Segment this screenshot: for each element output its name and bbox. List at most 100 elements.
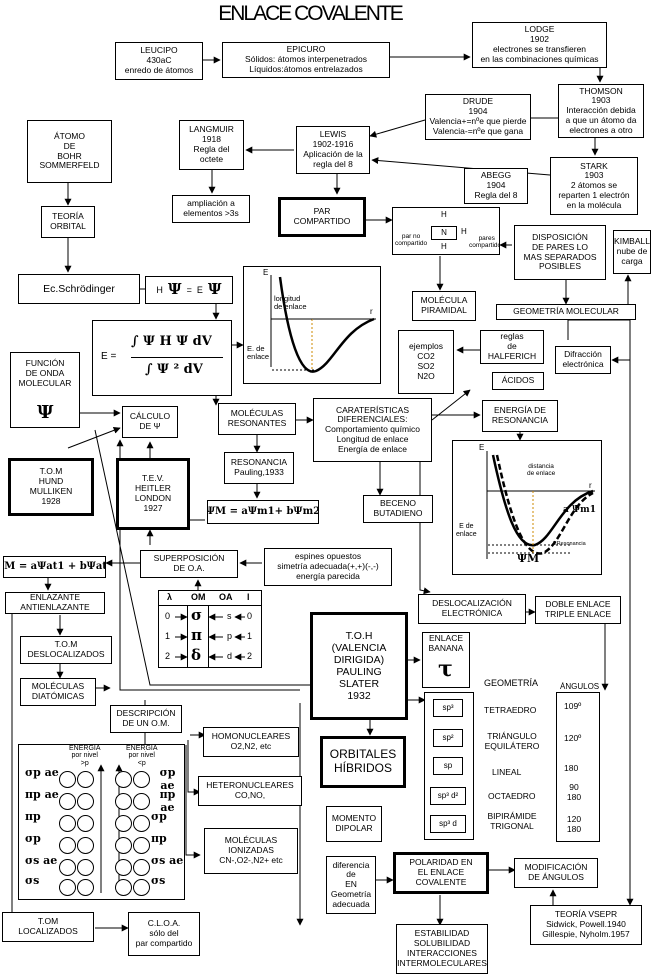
- geo-item-0: TETRAEDRO: [484, 705, 537, 715]
- mo-right-3: πp: [151, 832, 167, 845]
- mo-left-5: σs: [25, 874, 40, 887]
- om-r2-om: δ: [191, 646, 202, 664]
- molecula-piramidal-line-1: PIRAMIDAL: [421, 305, 467, 315]
- toh-line-3: PAULING: [336, 666, 382, 678]
- lodge-line-3: en las combinaciones químicas: [480, 53, 599, 64]
- reglas-halferich-line-1: de: [507, 341, 517, 352]
- mo-circle-2-0: [133, 771, 150, 788]
- langmuir-line-1: 1918: [202, 134, 221, 145]
- doble-enlace-line-1: TRIPLE ENLACE: [544, 609, 612, 619]
- ampliacion-line-0: ampliación a: [187, 198, 235, 209]
- teoria-vsepr-line-2: Gillespie, Nyholm.1957: [542, 928, 630, 939]
- mo-circle-0-1: [59, 793, 76, 810]
- mo-circle-1-5: [77, 879, 94, 896]
- energy-curve-svg: [270, 275, 376, 373]
- om-h-l: l: [247, 592, 250, 602]
- lewis-pares-l2: compartidos: [469, 241, 499, 249]
- moleculas-resonantes-line-1: RESONANTES: [227, 418, 287, 428]
- om-r1-oa: p: [227, 631, 233, 641]
- estabilidad-line-0: ESTABILIDAD: [414, 928, 470, 939]
- res-e-enlace-l2: enlace: [456, 530, 477, 538]
- res-distancia-l2: de enlace: [527, 470, 556, 478]
- mo-left-3: σp: [25, 832, 41, 845]
- lewis-line-0: LEWIS: [319, 129, 347, 140]
- moleculas-ionizadas-line-1: IONIZADAS: [228, 845, 274, 856]
- ejemplos-line-2: SO2: [417, 361, 435, 371]
- diferencia-en-line-4: adecuada: [332, 898, 370, 909]
- tom-deslocalizados-line-1: DESLOCALIZADOS: [27, 649, 105, 659]
- mo-circle-1-2: [77, 815, 94, 832]
- mo-circle-3-0: [115, 771, 132, 788]
- hybrid-sp3: sp³: [433, 699, 463, 717]
- tom-hund-line-2: MULLIKEN: [29, 486, 73, 496]
- energy-denominator: ∫ Ψ ² dV: [145, 362, 203, 377]
- box-psi-m-lcao: ΨM = aΨat1 + bΨat2: [3, 556, 106, 578]
- resonance-curve-svg: [486, 451, 595, 559]
- diagram-title: ENLACE COVALENTE: [218, 2, 404, 25]
- orbitales-hibridos-line-1: HÍBRIDOS: [333, 761, 392, 775]
- homonucleares-line-1: O2,N2, etc: [230, 741, 272, 751]
- geometria-molecular-line-0: GEOMETRÍA MOLECULAR: [513, 306, 619, 317]
- teoria-orbital-line-0: TEORÍA: [52, 211, 84, 222]
- toh-line-2: DIRIGIDA): [333, 653, 385, 666]
- geometria-frame: [556, 692, 600, 842]
- calculo-psi-line-0: CÁLCULO: [129, 411, 171, 422]
- funcion-onda-line-2: MOLECULAR: [18, 377, 72, 388]
- mo-circle-3-2: [115, 815, 132, 832]
- om-header: λ OM OA l: [159, 591, 261, 606]
- lewis-line-3: regla del 8: [313, 158, 353, 169]
- box-h-psi-equation: H Ψ = E Ψ: [145, 276, 233, 304]
- espines-line-2: energía parecida: [296, 570, 360, 581]
- plot-longitud-l1: longitud: [274, 294, 301, 303]
- atomo-bohr-line-1: DE: [63, 140, 76, 151]
- abegg-line-2: Regla del 8: [474, 189, 518, 200]
- caracteristicas-line-3: Longitud de enlace: [336, 433, 409, 444]
- tau-symbol: τ: [438, 656, 453, 682]
- fraction-bar: [131, 357, 223, 358]
- teoria-vsepr-line-0: TEORÍA VSEPR: [554, 909, 618, 920]
- orbitales-hibridos-line-0: ORBITALES: [329, 747, 397, 762]
- om-row-0: 0 σ s 0: [159, 606, 261, 627]
- box-geometria-molecular: GEOMETRÍA MOLECULAR: [496, 304, 636, 320]
- tom-deslocalizados-line-0: T.O.M: [54, 639, 78, 650]
- mo-label-left-l3: >p: [80, 759, 89, 767]
- plot-longitud-l2: de enlace: [274, 302, 307, 312]
- om-r1-om: π: [191, 626, 202, 644]
- diferencia-en-line-1: de: [346, 869, 356, 880]
- espines-line-1: simetría adecuada(+,+)(-,-): [277, 561, 379, 572]
- mo-circle-1-1: [77, 793, 94, 810]
- energia-resonancia-line-0: ENERGÍA DE: [494, 405, 546, 416]
- funcion-onda-line-0: FUNCIÓN: [25, 358, 65, 368]
- tev-heitler-line-3: 1927: [143, 502, 163, 513]
- tom-hund-line-1: HUND: [38, 476, 64, 487]
- molecula-piramidal-line-0: MOLÉCULA: [420, 295, 468, 306]
- mo-label-left-l2: por nivel: [71, 752, 98, 760]
- box-energy-integral: E = ∫ Ψ H Ψ dV ∫ Ψ ² dV: [92, 320, 232, 396]
- modificacion-line-0: MODIFICACIÓN: [524, 862, 588, 873]
- om-table: λ OM OA l 0 σ s 0 1 π p 1 2 δ d 2: [158, 590, 262, 668]
- lewis-h-top: H: [441, 210, 447, 219]
- psi-m-lcao: ΨM = aΨat1 + bΨat2: [4, 561, 105, 573]
- hybrid-sp: sp: [433, 757, 463, 775]
- mo-circle-2-3: [133, 837, 150, 854]
- geo-item-1: TRIÁNGULO EQUILÁTERO: [484, 731, 540, 751]
- om-r0-om: σ: [191, 606, 203, 624]
- energia-resonancia-line-1: RESONANCIA: [491, 415, 549, 425]
